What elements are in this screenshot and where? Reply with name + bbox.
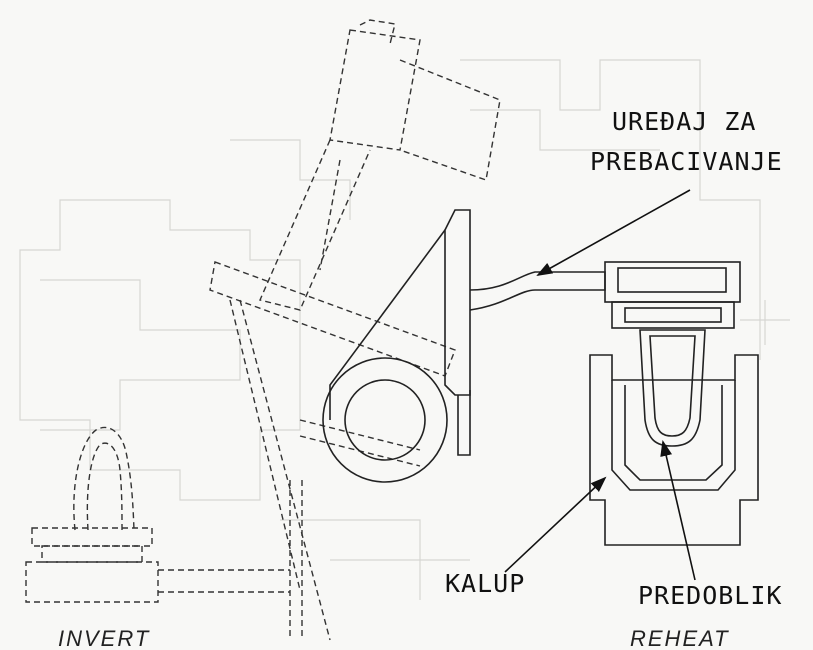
- arrow-mold: [504, 476, 607, 573]
- label-preform: PREDOBLIK: [638, 581, 782, 610]
- arrow-transfer-device: [536, 189, 691, 276]
- transfer-device: [322, 209, 606, 483]
- label-transfer-device-line2: PREBACIVANJE: [590, 147, 783, 176]
- swinging-arm-dashed: [209, 19, 501, 641]
- label-reheat: REHEAT: [630, 626, 730, 650]
- label-invert: INVERT: [58, 626, 150, 650]
- mold-assembly: [589, 261, 759, 546]
- label-transfer-device-line1: UREĐAJ ZA: [612, 107, 756, 136]
- invert-position: [25, 426, 303, 640]
- background-machinery: [19, 59, 790, 600]
- preform-shape: [639, 329, 706, 447]
- arrow-preform: [660, 440, 696, 581]
- label-mold: KALUP: [445, 569, 525, 598]
